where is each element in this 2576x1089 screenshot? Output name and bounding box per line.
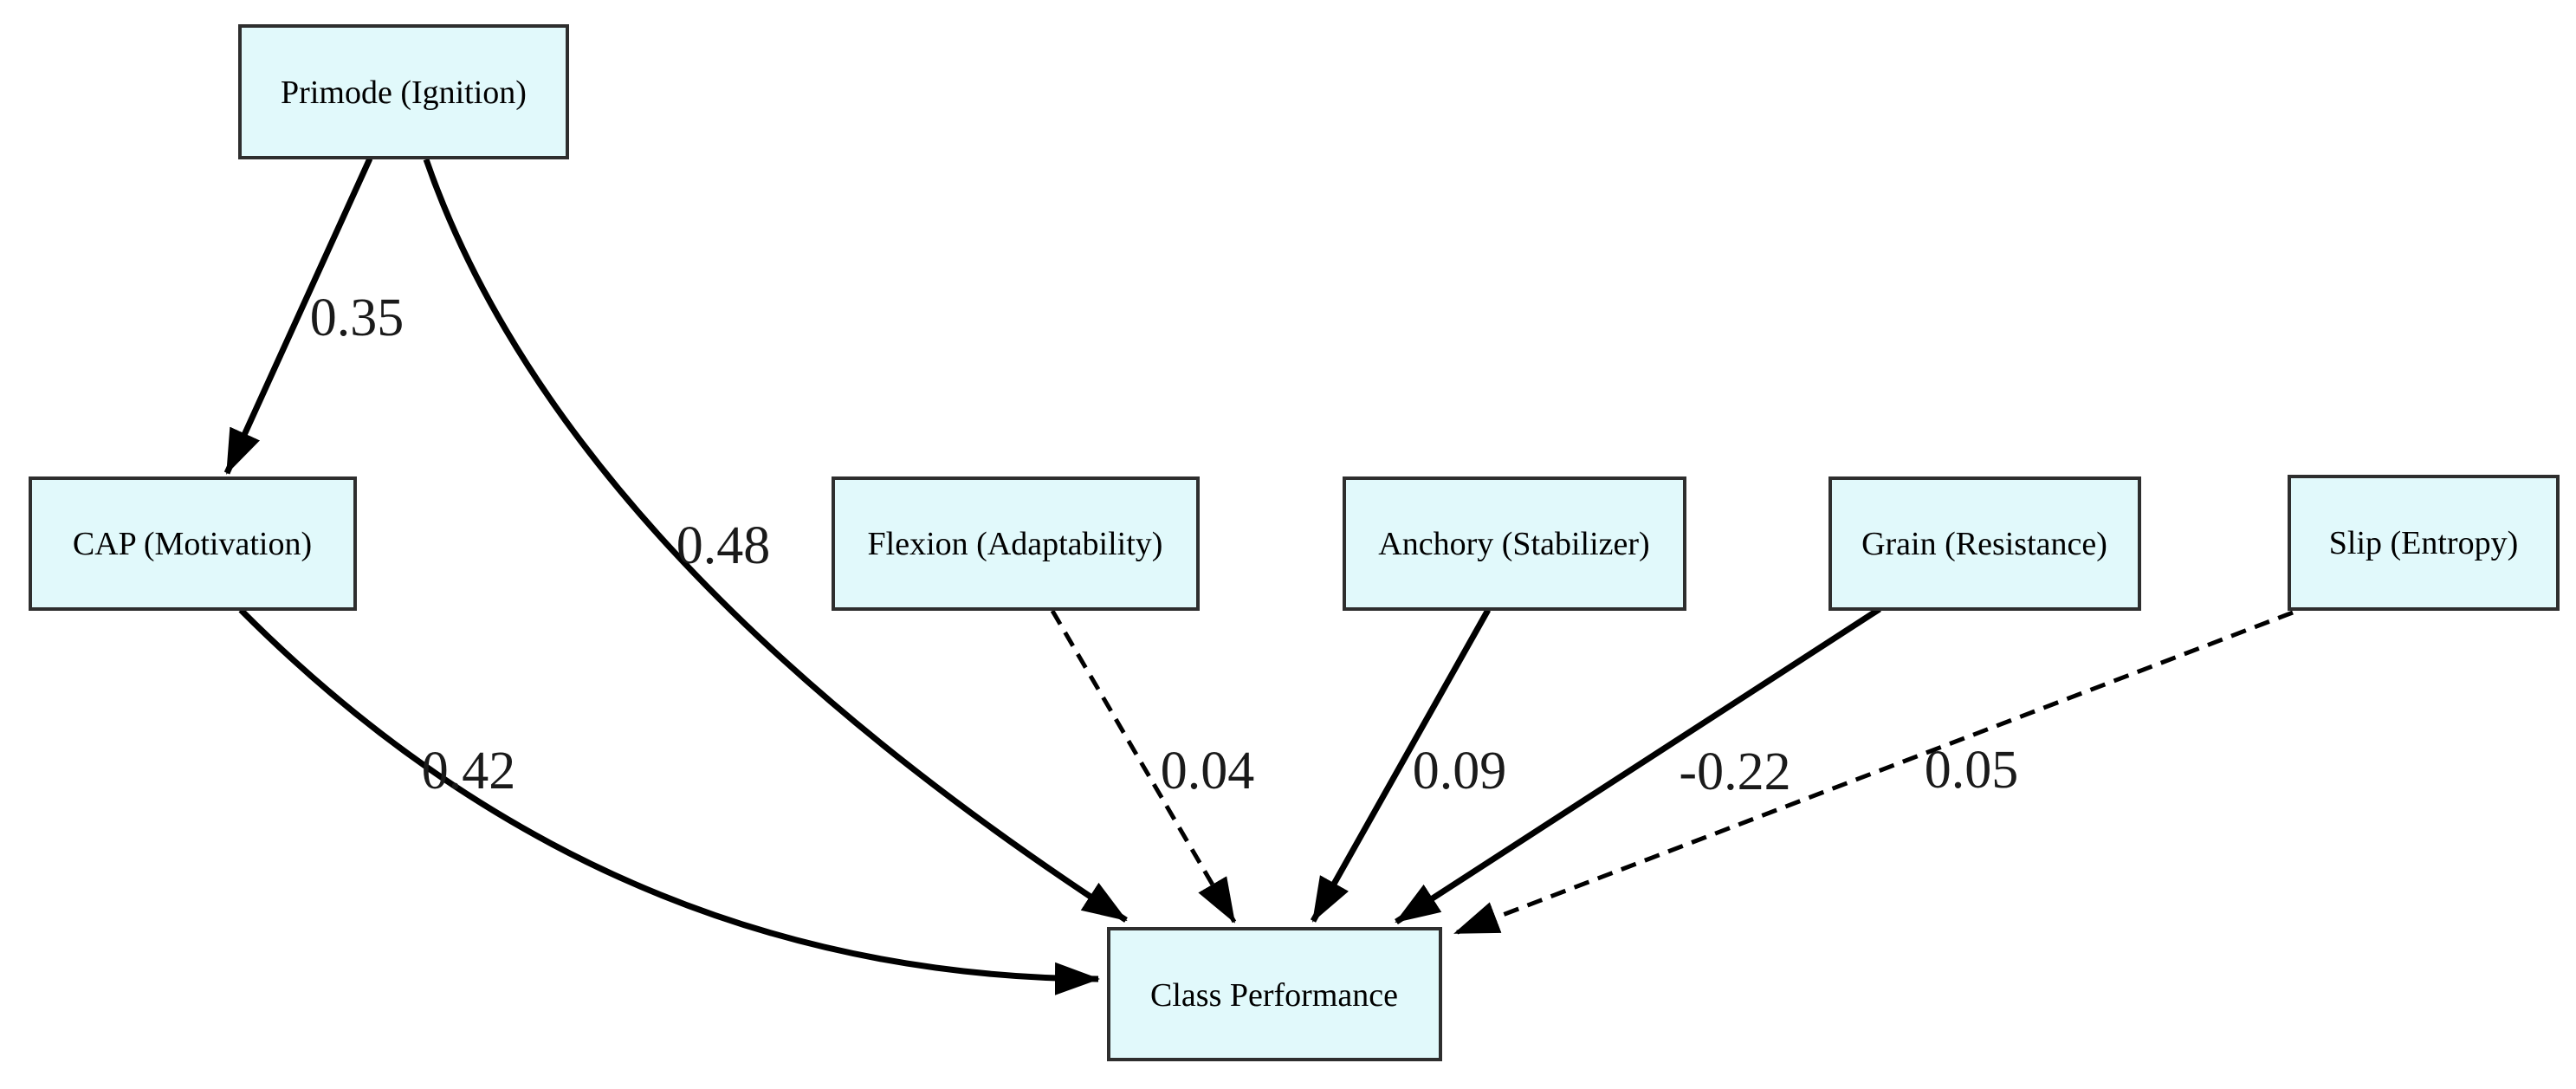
node-label: CAP (Motivation) — [73, 526, 312, 562]
edge-label-layer: 0.35 0.48 0.42 0.04 0.09 -0.22 0.05 — [310, 288, 2019, 801]
node-flexion: Flexion (Adaptability) — [832, 476, 1200, 611]
node-label: Anchory (Stabilizer) — [1378, 526, 1649, 562]
node-slip: Slip (Entropy) — [2288, 475, 2560, 611]
coefficient-primode-class: 0.48 — [676, 516, 771, 575]
node-grain: Grain (Resistance) — [1828, 476, 2141, 611]
node-label: Flexion (Adaptability) — [868, 526, 1163, 562]
node-label: Primode (Ignition) — [281, 75, 527, 111]
node-box — [29, 476, 357, 611]
coefficient-anchory-class: 0.09 — [1413, 742, 1507, 801]
node-label: Class Performance — [1150, 977, 1398, 1014]
node-box — [2288, 475, 2560, 611]
node-primode: Primode (Ignition) — [238, 24, 569, 159]
node-label: Slip (Entropy) — [2329, 525, 2518, 561]
node-layer: Primode (Ignition) CAP (Motivation) Flex… — [29, 24, 2560, 1061]
node-box — [832, 476, 1200, 611]
node-class-performance: Class Performance — [1107, 927, 1442, 1061]
arrow-flexion-to-class — [1050, 609, 1237, 924]
arrow-anchory-to-class — [1310, 608, 1492, 923]
node-box — [238, 24, 569, 159]
node-box — [1107, 927, 1442, 1061]
arrow-cap-to-class — [238, 607, 1100, 995]
coefficient-primode-cap: 0.35 — [310, 288, 405, 347]
arrow-grain-to-class — [1395, 606, 1881, 924]
arrow-slip-to-class — [1453, 610, 2294, 936]
node-cap: CAP (Motivation) — [29, 476, 357, 611]
node-label: Grain (Resistance) — [1861, 526, 2107, 562]
coefficient-slip-class: 0.05 — [1925, 741, 2019, 800]
arrow-primode-to-class — [423, 158, 1128, 923]
node-box — [1343, 476, 1686, 611]
node-box — [1828, 476, 2141, 611]
coefficient-flexion-class: 0.04 — [1161, 742, 1255, 801]
edge-layer — [223, 157, 2294, 995]
coefficient-grain-class: -0.22 — [1679, 742, 1790, 801]
node-anchory: Anchory (Stabilizer) — [1343, 476, 1686, 611]
coefficient-cap-class: 0.42 — [422, 742, 516, 801]
arrow-primode-to-cap — [223, 157, 373, 475]
